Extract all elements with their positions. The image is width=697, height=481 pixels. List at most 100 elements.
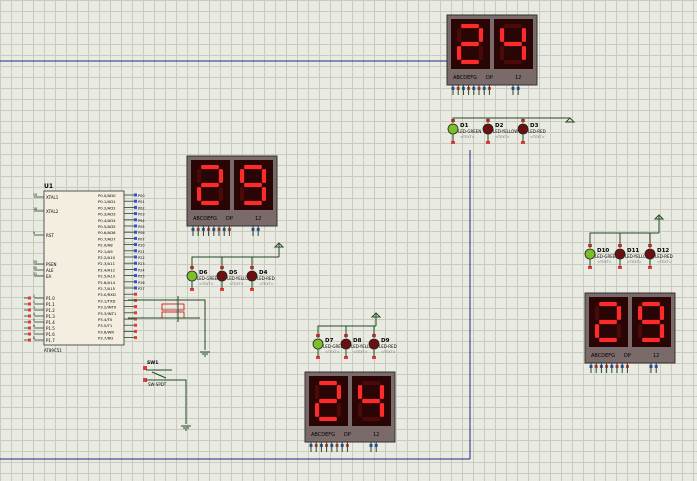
led-D2-pin-marker (486, 141, 490, 144)
display-left-digit-2-seg-c (261, 187, 266, 201)
display-bottom-digit-2-seg-c (379, 403, 384, 417)
display-left-digit-1-seg-e (197, 187, 202, 201)
led-D6-ref: D6 (199, 270, 208, 276)
u1-right-pin-label: P2.5/A13 (98, 274, 116, 279)
led-D4-pin-marker (250, 288, 254, 291)
led-D8-pin-marker (344, 356, 348, 359)
display-top-digit-1-seg-g (461, 41, 479, 47)
u1-net-label: P20 (138, 244, 145, 248)
led-D11-type: LED-YELLOW (625, 254, 650, 259)
display-left-digit-1-seg-d (201, 200, 219, 205)
led-D12-type: LED-RED (655, 254, 673, 259)
u1-left-pin-number: 19 (33, 193, 37, 197)
u1-left-pin-number: 5 (33, 318, 35, 322)
display-right-dp-label: DP (624, 353, 631, 359)
u1-right-pin-marker (134, 224, 137, 228)
u1-right-pin-label: P3.4/T0 (98, 317, 113, 322)
u1-right-pin-marker (134, 292, 137, 296)
display-right-pinlabel: ABCDEFG (591, 353, 615, 359)
u1-left-pin-label: EA (46, 274, 52, 279)
u1-right-pin-marker (134, 193, 137, 197)
display-right-digit-1-seg-c (616, 324, 621, 338)
u1-left-pin-number: 6 (33, 324, 35, 328)
u1-left-pin-label: P1.5 (46, 326, 55, 331)
u1-net-label: P21 (138, 250, 145, 254)
led-D3-icon (517, 123, 529, 135)
u1-left-pin-label: XTAL1 (46, 195, 59, 200)
switch-wire-2 (146, 379, 187, 424)
led-D2-ref: D2 (495, 123, 504, 129)
display-bottom-dp-label: DP (344, 432, 351, 438)
led-D7-type: LED-GREEN (323, 344, 346, 349)
u1-right-pin-marker (134, 230, 137, 234)
u1-right-pin-marker (134, 317, 137, 321)
u1-right-pin-label: P2.6/A14 (98, 280, 116, 285)
display-top-select-label: 12 (515, 75, 521, 81)
led-group-left: D6LED-GREEN<TEXT>D5LED-YELLOW<TEXT>D4LED… (186, 242, 285, 291)
u1-right-pin-marker (134, 249, 137, 253)
u1-right-pin-marker (134, 280, 137, 284)
push-button-icon (161, 311, 185, 319)
display-bottom-digit-1-seg-g (319, 398, 337, 404)
display-left-pinlabel: ABCDEFG (193, 216, 217, 222)
u1-right-pin-label: P2.2/A10 (98, 255, 116, 260)
u1-right-pin-marker (134, 311, 137, 315)
switch-part: SW-SPDT (148, 382, 167, 387)
display-left-digit-2-seg-f (240, 169, 245, 183)
u1-ref: U1 (44, 183, 53, 190)
display-right-digit-1-seg-e (595, 324, 600, 338)
power-arrow-icon (564, 117, 576, 123)
u1-right-pin-label: P0.4/AD4 (98, 218, 116, 223)
u1-left-pin-marker (28, 332, 31, 336)
led-D6-text: <TEXT> (199, 282, 214, 286)
led-D10-text: <TEXT> (597, 260, 612, 264)
u1-left-pin-marker (28, 302, 31, 306)
display-top-pinlabel: ABCDEFG (453, 75, 477, 81)
u1-left-pin-number: 7 (33, 330, 35, 334)
display-left-digit-2-seg-a (244, 165, 262, 170)
u1-net-label: P07 (138, 237, 145, 241)
display-left-digit-2-seg-d (244, 200, 262, 205)
u1-right-pin-marker (134, 336, 137, 340)
u1-left-pin-label: P1.2 (46, 308, 55, 313)
u1-right-pin-label: P3.6/WR (98, 329, 114, 334)
u1-right-pin-marker (134, 329, 137, 333)
led-group-left-bus (191, 256, 279, 270)
display-right-digit-2-seg-a (642, 302, 660, 307)
u1-right-pin-marker (134, 236, 137, 240)
led-D9-ref: D9 (381, 338, 390, 344)
u1-left-pin-label: RST (46, 233, 54, 238)
led-D1-text: <TEXT> (460, 135, 475, 139)
display-top-digit-1-seg-c (478, 46, 483, 60)
u1-right-pin-label: P3.5/T1 (98, 323, 113, 328)
u1-right-pin-label: P3.3/INT1 (98, 311, 117, 316)
u1-right-pin-label: P0.2/AD2 (98, 205, 116, 210)
switch-ref: SW1 (147, 360, 158, 366)
u1-right-pin-label: P0.3/AD3 (98, 212, 116, 217)
u1-chip: U1AT89C51XTAL119XTAL218RST9PSEN29ALE30EA… (28, 183, 145, 353)
led-D8-text: <TEXT> (353, 350, 368, 354)
display-top-digit-1-seg-a (461, 24, 479, 29)
u1-right-pin-label: P3.0/RXD (98, 292, 116, 297)
u1-body (43, 190, 125, 346)
display-top-digit-2-seg-g (504, 41, 522, 47)
display-left-digit-2-seg-g (244, 182, 262, 188)
switch-lever-icon (151, 371, 167, 379)
u1-net-label: P23 (138, 262, 145, 266)
u1-net-label: P22 (138, 256, 145, 260)
display-top-digit-1-seg-e (457, 46, 462, 60)
u1-left-pin-label: P1.6 (46, 332, 55, 337)
display-bottom-digit-2-seg-b (379, 385, 384, 399)
u1-net-label: P24 (138, 268, 145, 272)
display-bottom-digit-2-seg-d (362, 416, 380, 421)
led-D5-ref: D5 (229, 270, 238, 276)
u1-net-label: P00 (138, 194, 145, 198)
u1-part: AT89C51 (44, 348, 62, 353)
u1-right-pin-label: P0.1/AD1 (98, 199, 116, 204)
